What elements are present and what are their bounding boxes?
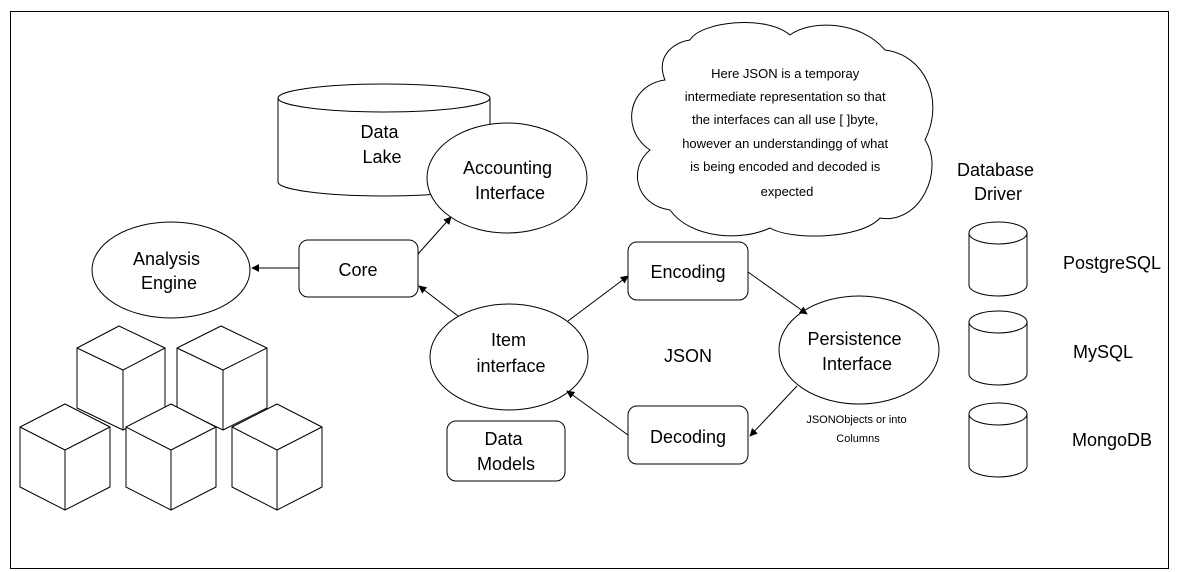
arrow-encoding-to-persistence <box>747 271 808 315</box>
accounting-interface-node: Accounting Interface <box>426 122 588 234</box>
decoding-label: Decoding <box>650 427 726 447</box>
cloud-note: Here JSON is a temporay intermediate rep… <box>631 22 934 237</box>
arrow-item-to-core <box>418 285 459 317</box>
item-interface-node: Item interface <box>429 303 589 411</box>
data-lake-label: Data Lake <box>360 122 403 167</box>
core-label: Core <box>338 260 377 280</box>
persistence-interface-label: Persistence Interface <box>807 329 906 374</box>
cube-4 <box>125 403 217 511</box>
postgresql-cylinder <box>968 221 1028 297</box>
arrow-decoding-to-item <box>566 390 629 436</box>
encoding-label: Encoding <box>650 262 725 282</box>
data-models-node: Data Models <box>446 420 566 482</box>
postgresql-label: PostgreSQL <box>1063 253 1161 273</box>
analysis-engine-label: Analysis Engine <box>133 249 205 293</box>
encoding-node: Encoding <box>627 241 749 301</box>
cube-2 <box>176 325 268 431</box>
cloud-note-text: Here JSON is a temporay intermediate rep… <box>682 66 892 199</box>
arrow-core-to-accounting <box>417 216 452 255</box>
mongodb-label: MongoDB <box>1072 430 1152 450</box>
json-label: JSON <box>664 346 712 366</box>
cube-3 <box>19 403 111 511</box>
mysql-cylinder <box>968 310 1028 386</box>
mongodb-cylinder <box>968 402 1028 478</box>
jsonobjects-note: JSONObjects or into Columns <box>806 414 909 445</box>
data-models-label: Data Models <box>477 429 535 474</box>
arrow-persistence-to-decoding <box>749 385 798 437</box>
mysql-label: MySQL <box>1073 342 1133 362</box>
core-node: Core <box>298 239 419 298</box>
database-driver-label: Database Driver <box>957 160 1039 204</box>
persistence-interface-node: Persistence Interface <box>778 295 940 405</box>
analysis-engine-node: Analysis Engine <box>91 221 251 319</box>
item-interface-label: Item interface <box>476 330 545 376</box>
cube-1 <box>76 325 166 431</box>
decoding-node: Decoding <box>627 405 749 465</box>
arrow-item-to-encoding <box>567 275 629 322</box>
accounting-interface-label: Accounting Interface <box>463 158 557 203</box>
cube-5 <box>231 403 323 511</box>
